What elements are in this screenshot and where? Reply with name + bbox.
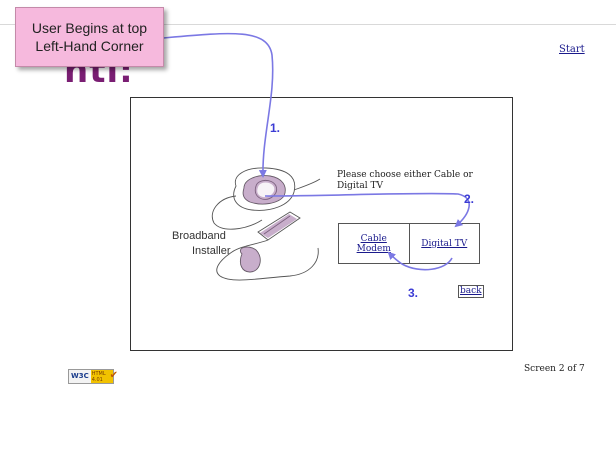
- cable-modem-line1: Cable: [360, 233, 387, 244]
- prompt-line2: Digital TV: [337, 181, 383, 191]
- sticky-line2: Left-Hand Corner: [35, 38, 144, 54]
- screen-counter: Screen 2 of 7: [524, 364, 585, 374]
- choice-buttons: Cable Modem Digital TV: [338, 223, 480, 264]
- w3c-logo-text: W3C: [71, 372, 89, 380]
- sticky-line1: User Begins at top: [31, 20, 148, 36]
- arrow-step-1: [162, 32, 274, 178]
- broadband-label-line1: Broadband: [172, 230, 226, 242]
- cable-modem-button[interactable]: Cable Modem: [339, 224, 409, 263]
- step-3-label: 3.: [408, 286, 419, 300]
- cable-modem-line2: Modem: [356, 243, 391, 254]
- back-button[interactable]: back: [458, 285, 484, 298]
- start-link[interactable]: Start: [559, 44, 585, 55]
- w3c-version-number: 4.01: [91, 377, 103, 383]
- step-2-label: 2.: [464, 192, 475, 206]
- step-1-label: 1.: [270, 121, 281, 135]
- wireframe-frame: [130, 97, 513, 351]
- prompt-line1: Please choose either Cable or: [337, 170, 473, 180]
- annotation-sticky-note: User Begins at top Left-Hand Corner: [15, 7, 164, 67]
- digital-tv-button[interactable]: Digital TV: [408, 224, 480, 263]
- arrow-step-3: [387, 251, 453, 271]
- choose-prompt: Please choose either Cable or Digital TV: [337, 170, 477, 192]
- digital-tv-label: Digital TV: [421, 238, 468, 249]
- w3c-html-version: HTML 4.01 ✔: [90, 370, 118, 383]
- checkmark-icon: ✔: [109, 370, 118, 381]
- arrow-step-2: [264, 192, 470, 228]
- w3c-html-badge[interactable]: W3C HTML 4.01 ✔: [68, 369, 118, 384]
- top-divider: [0, 24, 616, 25]
- broadband-label-line2: Installer: [192, 245, 231, 257]
- w3c-html-label: HTML: [91, 371, 106, 377]
